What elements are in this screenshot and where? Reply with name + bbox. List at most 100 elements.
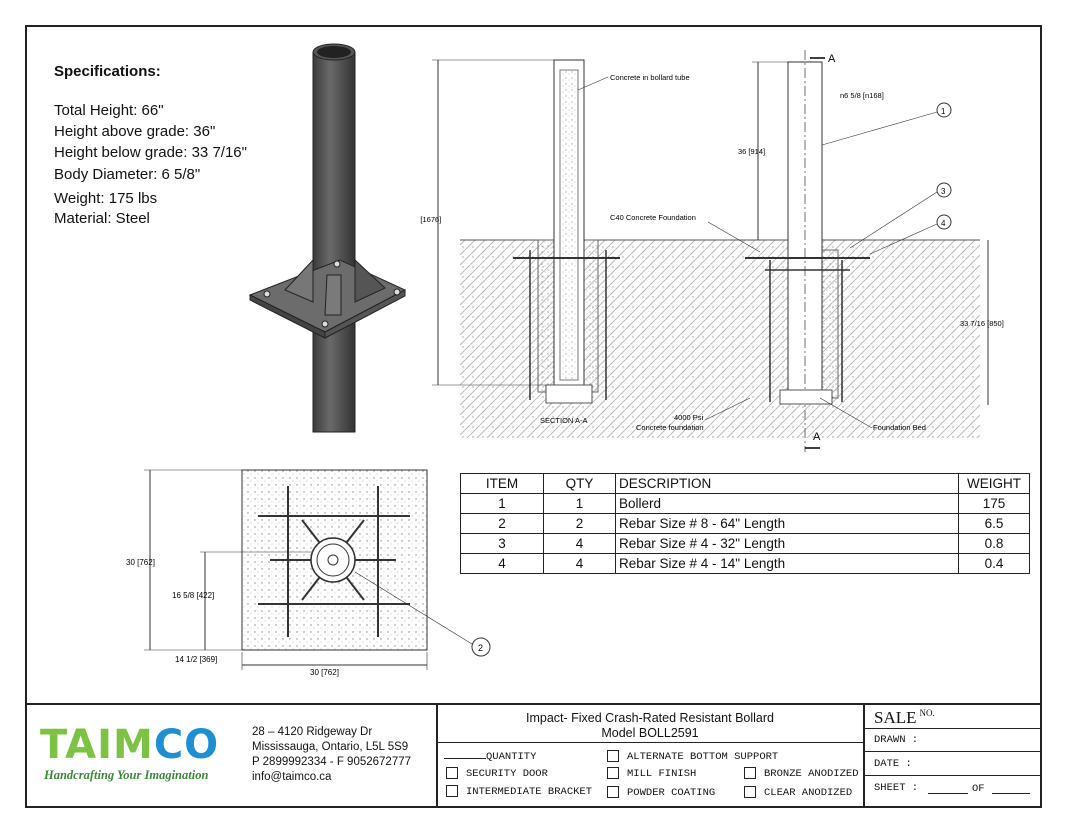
checkbox[interactable] (607, 786, 619, 798)
checkbox[interactable] (607, 750, 619, 762)
label-foundation-bed: Foundation Bed (873, 423, 926, 432)
table-header-row: ITEM QTY DESCRIPTION WEIGHT (460, 473, 1030, 494)
sheet-total-field[interactable] (992, 793, 1030, 794)
cell-weight: 0.4 (958, 553, 1030, 574)
checkbox[interactable] (744, 786, 756, 798)
cell-description: Rebar Size # 4 - 32" Length (615, 533, 959, 554)
cell-description: Rebar Size # 4 - 14" Length (615, 553, 959, 574)
sheet-label[interactable]: SHEET : (874, 782, 919, 794)
label-section: SECTION A-A (540, 416, 588, 425)
header-item: ITEM (460, 473, 544, 494)
label-concrete-foundation: Concrete foundation (636, 423, 704, 432)
option-intermediate-bracket[interactable]: INTERMEDIATE BRACKET (446, 785, 592, 798)
cell-weight: 175 (958, 493, 1030, 514)
checkbox[interactable] (446, 785, 458, 797)
title-block-divider (863, 703, 865, 808)
table-row: 3 4 Rebar Size # 4 - 32" Length 0.8 (460, 533, 1030, 554)
company-logo: TAIMCO (40, 722, 220, 768)
option-powder-coating[interactable]: POWDER COATING (607, 786, 715, 799)
sale-no-text: NO. (919, 708, 935, 718)
sheet-number-field[interactable] (928, 793, 968, 794)
table-row: 2 2 Rebar Size # 8 - 64" Length 6.5 (460, 513, 1030, 534)
label-concrete-tube: Concrete in bollard tube (610, 73, 690, 82)
spec-total-height: Total Height: 66" (54, 102, 164, 119)
option-label: CLEAR ANODIZED (764, 786, 853, 799)
cell-description: Bollerd (615, 493, 959, 514)
address-line-2: Mississauga, Ontario, L5L 5S9 (252, 741, 409, 753)
email-line: info@taimco.ca (252, 771, 332, 783)
drawing-frame (25, 25, 1042, 808)
plan-view-drawing: 30 [762] 16 5/8 [422] 14 1/2 [369] 30 [7… (126, 469, 491, 677)
title-block-divider (864, 751, 1042, 752)
cell-item: 2 (460, 513, 544, 534)
bill-of-materials-table: ITEM QTY DESCRIPTION WEIGHT 1 1 Bollerd … (460, 473, 1030, 574)
spec-height-above: Height above grade: 36" (54, 123, 216, 140)
cell-item: 1 (460, 493, 544, 514)
option-bronze-anodized[interactable]: BRONZE ANODIZED (744, 767, 859, 780)
cell-qty: 4 (543, 533, 616, 554)
quantity-field[interactable]: QUANTITY (444, 751, 536, 763)
label-a-bottom: A (813, 431, 821, 443)
drawing-title: Impact- Fixed Crash-Rated Resistant Boll… (525, 711, 774, 725)
option-label: ALTERNATE BOTTOM SUPPORT (627, 750, 779, 763)
option-label: INTERMEDIATE BRACKET (466, 785, 593, 798)
option-label: SECURITY DOOR (466, 767, 548, 780)
cell-weight: 6.5 (958, 513, 1030, 534)
header-weight: WEIGHT (958, 473, 1030, 494)
address-line-1: 28 – 4120 Ridgeway Dr (252, 726, 373, 738)
option-label: POWDER COATING (627, 786, 716, 799)
table-row: 1 1 Bollerd 175 (460, 493, 1030, 514)
title-block-top-border (25, 703, 1042, 705)
option-label: BRONZE ANODIZED (764, 767, 859, 780)
cell-description: Rebar Size # 8 - 64" Length (615, 513, 959, 534)
option-alternate-bottom-support[interactable]: ALTERNATE BOTTOM SUPPORT (607, 750, 778, 763)
cell-qty: 2 (543, 513, 616, 534)
header-qty: QTY (543, 473, 616, 494)
option-mill-finish[interactable]: MILL FINISH (607, 767, 696, 780)
callout-3: 3 (941, 187, 946, 196)
checkbox[interactable] (446, 767, 458, 779)
label-height: 66 [1676] (420, 215, 441, 224)
spec-material: Material: Steel (54, 210, 150, 227)
option-clear-anodized[interactable]: CLEAR ANODIZED (744, 786, 852, 799)
callout-4: 4 (941, 219, 946, 228)
label-diameter: n6 5/8 [n168] (840, 91, 884, 100)
label-30-vertical: 30 [762] (126, 558, 155, 567)
label-c40: C40 Concrete Foundation (610, 213, 696, 222)
model-number: Model BOLL2591 (601, 726, 699, 740)
checkbox[interactable] (607, 767, 619, 779)
callout-1: 1 (941, 107, 946, 116)
checkbox[interactable] (744, 767, 756, 779)
bollard-3d-illustration (248, 43, 407, 433)
of-label: OF (972, 783, 985, 795)
option-label: MILL FINISH (627, 767, 697, 780)
label-16-5-8: 16 5/8 [422] (172, 591, 214, 600)
spec-diameter: Body Diameter: 6 5/8" (54, 166, 201, 183)
label-30-horizontal: 30 [762] (310, 668, 339, 677)
cell-qty: 1 (543, 493, 616, 514)
quantity-label: QUANTITY (486, 751, 537, 763)
specs-heading: Specifications: (54, 63, 161, 80)
title-block-divider (437, 742, 863, 743)
header-description: DESCRIPTION (615, 473, 959, 494)
label-depth: 33 7/16 [850] (960, 319, 1004, 328)
phone-line: P 2899992334 - F 9052672777 (252, 756, 412, 768)
sale-text: SALE (874, 708, 917, 727)
spec-height-below: Height below grade: 33 7/16" (54, 144, 247, 161)
callout-2: 2 (478, 643, 483, 653)
label-36: 36 [914] (738, 147, 765, 156)
label-14-1-2: 14 1/2 [369] (175, 655, 217, 664)
title-block-divider (864, 728, 1042, 729)
spec-weight: Weight: 175 lbs (54, 190, 158, 207)
label-4000: 4000 Psi (674, 413, 704, 422)
section-and-elevation-drawing: 66 [1676] Concrete in bollard tube C40 C… (420, 50, 1004, 452)
company-tagline: Handcrafting Your Imagination (44, 768, 209, 782)
title-block-divider (436, 703, 438, 808)
cell-item: 4 (460, 553, 544, 574)
title-block-divider (864, 775, 1042, 776)
drawn-label[interactable]: DRAWN : (874, 734, 919, 746)
table-row: 4 4 Rebar Size # 4 - 14" Length 0.4 (460, 553, 1030, 574)
option-security-door[interactable]: SECURITY DOOR (446, 767, 548, 780)
date-label[interactable]: DATE : (874, 758, 912, 770)
